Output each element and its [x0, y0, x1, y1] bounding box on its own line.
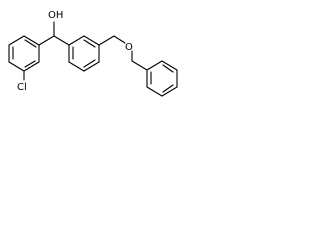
- molecule-diagram: Cl OH O: [0, 0, 190, 98]
- structure-drawing: Cl OH O: [8, 10, 178, 97]
- bond-methylene-to-oxygen: [113, 35, 126, 44]
- bond-benzyl-carbon-to-ring-c: [131, 60, 148, 71]
- ether-oxygen-label: O: [125, 42, 133, 53]
- bond-carbinol-to-ring-b: [53, 35, 70, 46]
- chlorophenyl-ring: [8, 35, 40, 72]
- hydroxyl-label: OH: [48, 10, 63, 21]
- bond-ring-a-to-carbinol: [38, 35, 55, 46]
- benzyl-phenyl-ring: [146, 60, 178, 97]
- central-phenyl-ring: [68, 35, 100, 72]
- chlorine-label: Cl: [17, 82, 27, 93]
- bond-ring-b-to-methylene: [98, 35, 115, 46]
